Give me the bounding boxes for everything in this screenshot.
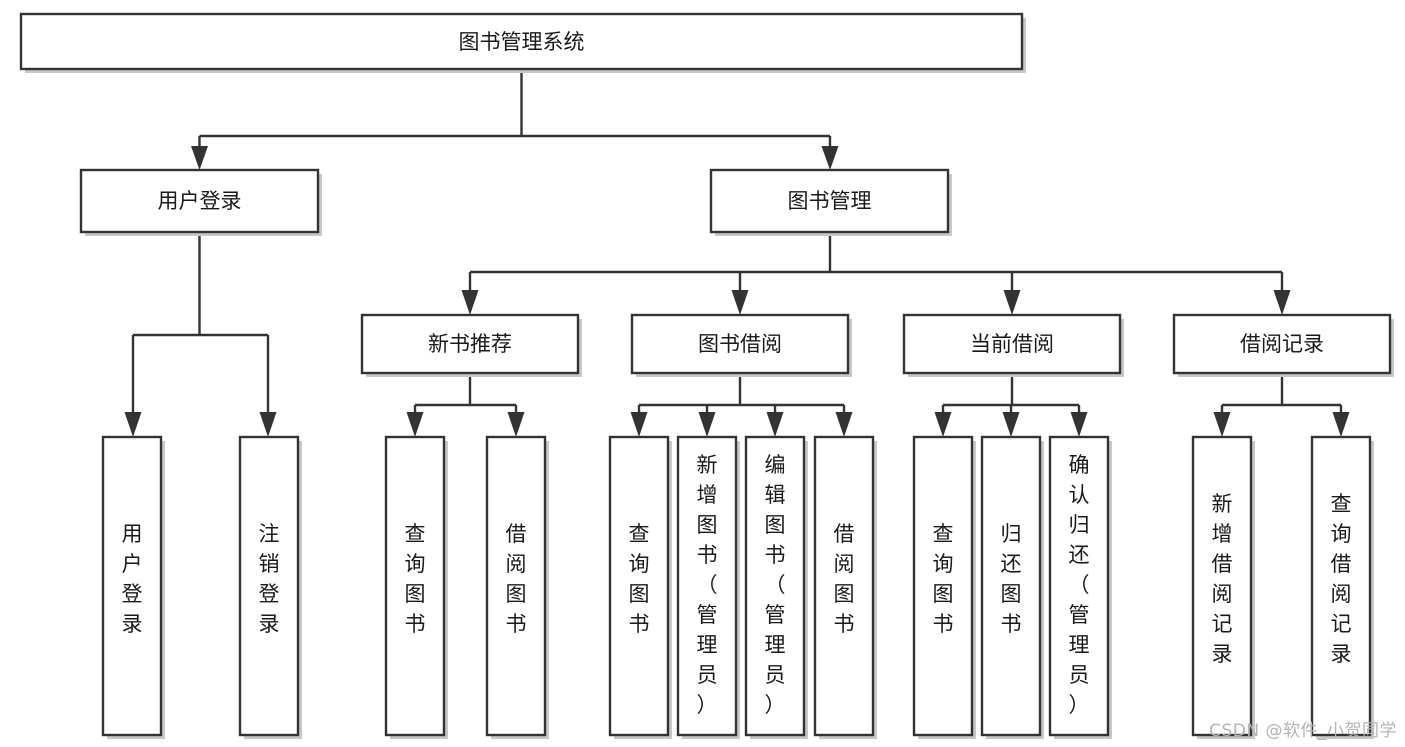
leaf-add-record-label: 新增借阅记录 [1212, 492, 1233, 666]
node-borrow-record[interactable]: 借阅记录 [1172, 313, 1394, 377]
leaf-logout-login-label: 注销登录 [259, 522, 280, 636]
arrow-icon [1003, 290, 1021, 315]
arrow-icon [259, 412, 277, 437]
leaf-query-book-3[interactable]: 查询图书 [912, 435, 976, 739]
leaf-user-login-label: 用户登录 [122, 522, 143, 636]
leaf-query-book-1[interactable]: 查询图书 [384, 435, 448, 739]
arrow-icon [731, 290, 749, 315]
arrow-icon [1213, 412, 1231, 437]
connector-new-book-recommend-to-leaves [406, 375, 525, 437]
node-book-management[interactable]: 图书管理 [709, 168, 952, 236]
arrow-icon [698, 412, 716, 437]
leaf-add-book[interactable]: 新增图书（管理员） [676, 435, 740, 739]
leaf-user-login[interactable]: 用户登录 [101, 435, 165, 739]
connector-current-borrow-to-leaves [934, 375, 1088, 437]
node-root[interactable]: 图书管理系统 [19, 12, 1026, 73]
arrow-icon [821, 146, 839, 170]
arrow-icon [1273, 290, 1291, 315]
arrow-icon [630, 412, 648, 437]
leaf-edit-book-label: 编辑图书（管理员） [765, 453, 786, 717]
leaf-query-book-1-label: 查询图书 [405, 522, 426, 636]
leaf-add-record[interactable]: 新增借阅记录 [1191, 435, 1255, 739]
leaf-query-record[interactable]: 查询借阅记录 [1310, 435, 1374, 739]
node-new-book-recommend[interactable]: 新书推荐 [360, 313, 582, 377]
leaf-edit-book[interactable]: 编辑图书（管理员） [744, 435, 808, 739]
connector-root-to-level2 [191, 69, 839, 170]
leaf-query-book-2[interactable]: 查询图书 [608, 435, 672, 739]
node-root-label: 图书管理系统 [459, 30, 585, 54]
leaf-borrow-book-2-label: 借阅图书 [834, 522, 855, 636]
node-new-book-recommend-label: 新书推荐 [428, 332, 512, 356]
arrow-icon [1070, 412, 1088, 437]
node-book-management-label: 图书管理 [788, 189, 872, 213]
connector-book-management-to-level3 [461, 232, 1291, 315]
connector-user-login-to-leaves [124, 232, 277, 437]
node-current-borrow-label: 当前借阅 [970, 332, 1054, 356]
arrow-icon [766, 412, 784, 437]
node-user-login[interactable]: 用户登录 [79, 168, 322, 236]
leaf-add-book-label: 新增图书（管理员） [697, 453, 718, 717]
node-current-borrow[interactable]: 当前借阅 [902, 313, 1124, 377]
leaf-query-book-3-label: 查询图书 [933, 522, 954, 636]
leaf-return-book-label: 归还图书 [1001, 522, 1022, 636]
leaf-return-book[interactable]: 归还图书 [980, 435, 1044, 739]
connector-borrow-record-to-leaves [1213, 375, 1350, 437]
connector-book-borrow-to-leaves [630, 375, 853, 437]
arrow-icon [1002, 412, 1020, 437]
arrow-icon [1332, 412, 1350, 437]
node-book-borrow[interactable]: 图书借阅 [630, 313, 852, 377]
leaf-borrow-book-1-label: 借阅图书 [506, 522, 527, 636]
arrow-icon [835, 412, 853, 437]
leaf-borrow-book-2[interactable]: 借阅图书 [813, 435, 877, 739]
arrow-icon [124, 412, 142, 437]
arrow-icon [934, 412, 952, 437]
arrow-icon [191, 146, 208, 170]
arrow-icon [406, 412, 424, 437]
arrow-icon [461, 290, 479, 315]
leaf-confirm-return-label: 确认归还（管理员） [1069, 453, 1090, 717]
leaf-query-book-2-label: 查询图书 [629, 522, 650, 636]
arrow-icon [507, 412, 525, 437]
node-user-login-label: 用户登录 [158, 189, 242, 213]
leaf-borrow-book-1[interactable]: 借阅图书 [485, 435, 549, 739]
leaf-confirm-return[interactable]: 确认归还（管理员） [1048, 435, 1112, 739]
leaf-logout-login[interactable]: 注销登录 [238, 435, 302, 739]
leaf-query-record-label: 查询借阅记录 [1331, 492, 1352, 666]
csdn-watermark: CSDN @软件_小贺同学 [1209, 721, 1397, 741]
node-book-borrow-label: 图书借阅 [698, 332, 782, 356]
node-borrow-record-label: 借阅记录 [1240, 332, 1324, 356]
